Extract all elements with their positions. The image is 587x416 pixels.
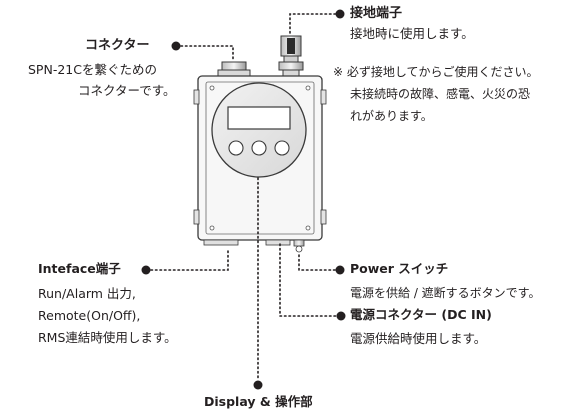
leader-power-switch <box>298 254 336 271</box>
bottom-connectors <box>203 239 305 253</box>
interface-desc-line1: Run/Alarm 出力, <box>38 286 136 301</box>
dot-interface <box>141 265 151 275</box>
ground-title: 接地端子 <box>350 6 403 21</box>
dot-power-connector <box>336 311 346 321</box>
top-connector <box>217 61 251 77</box>
interface-title: Inteface端子 <box>38 261 121 276</box>
leader-power-connector <box>279 243 337 317</box>
dot-display <box>253 380 263 390</box>
power-switch-title: Power スイッチ <box>350 261 449 276</box>
interface-desc-line2: Remote(On/Off), <box>38 308 141 323</box>
dot-connector <box>171 41 181 51</box>
device-body <box>193 35 327 253</box>
leader-connector <box>180 45 234 61</box>
connector-desc-line2: コネクターです。 <box>78 83 176 98</box>
leader-lines <box>150 13 337 381</box>
power-connector-title: 電源コネクター (DC IN) <box>350 307 492 322</box>
dot-ground <box>335 9 345 19</box>
display-panel <box>211 82 307 178</box>
connector-title: コネクター <box>85 38 150 53</box>
ground-desc: 接地時に使用します。 <box>350 26 474 41</box>
ground-warning-line3: れがあります。 <box>350 109 433 123</box>
leader-dots <box>141 9 346 390</box>
ground-warning-line2: 未接続時の故障、感電、火災の恐 <box>350 87 531 101</box>
leader-interface <box>150 249 229 271</box>
dot-power-switch <box>335 265 345 275</box>
ground-warning-line1: ※ 必ず接地してからご使用ください。 <box>333 65 539 79</box>
leader-ground <box>289 13 337 34</box>
interface-desc-line3: RMS連結時使用します。 <box>38 330 177 345</box>
connector-desc-line1: SPN-21Cを繋ぐための <box>28 62 157 77</box>
power-connector-desc: 電源供給時使用します。 <box>350 331 487 346</box>
ground-terminal <box>278 35 304 77</box>
display-title: Display & 操作部 <box>204 394 313 409</box>
power-switch-desc: 電源を供給 / 遮断するボタンです。 <box>350 286 541 300</box>
